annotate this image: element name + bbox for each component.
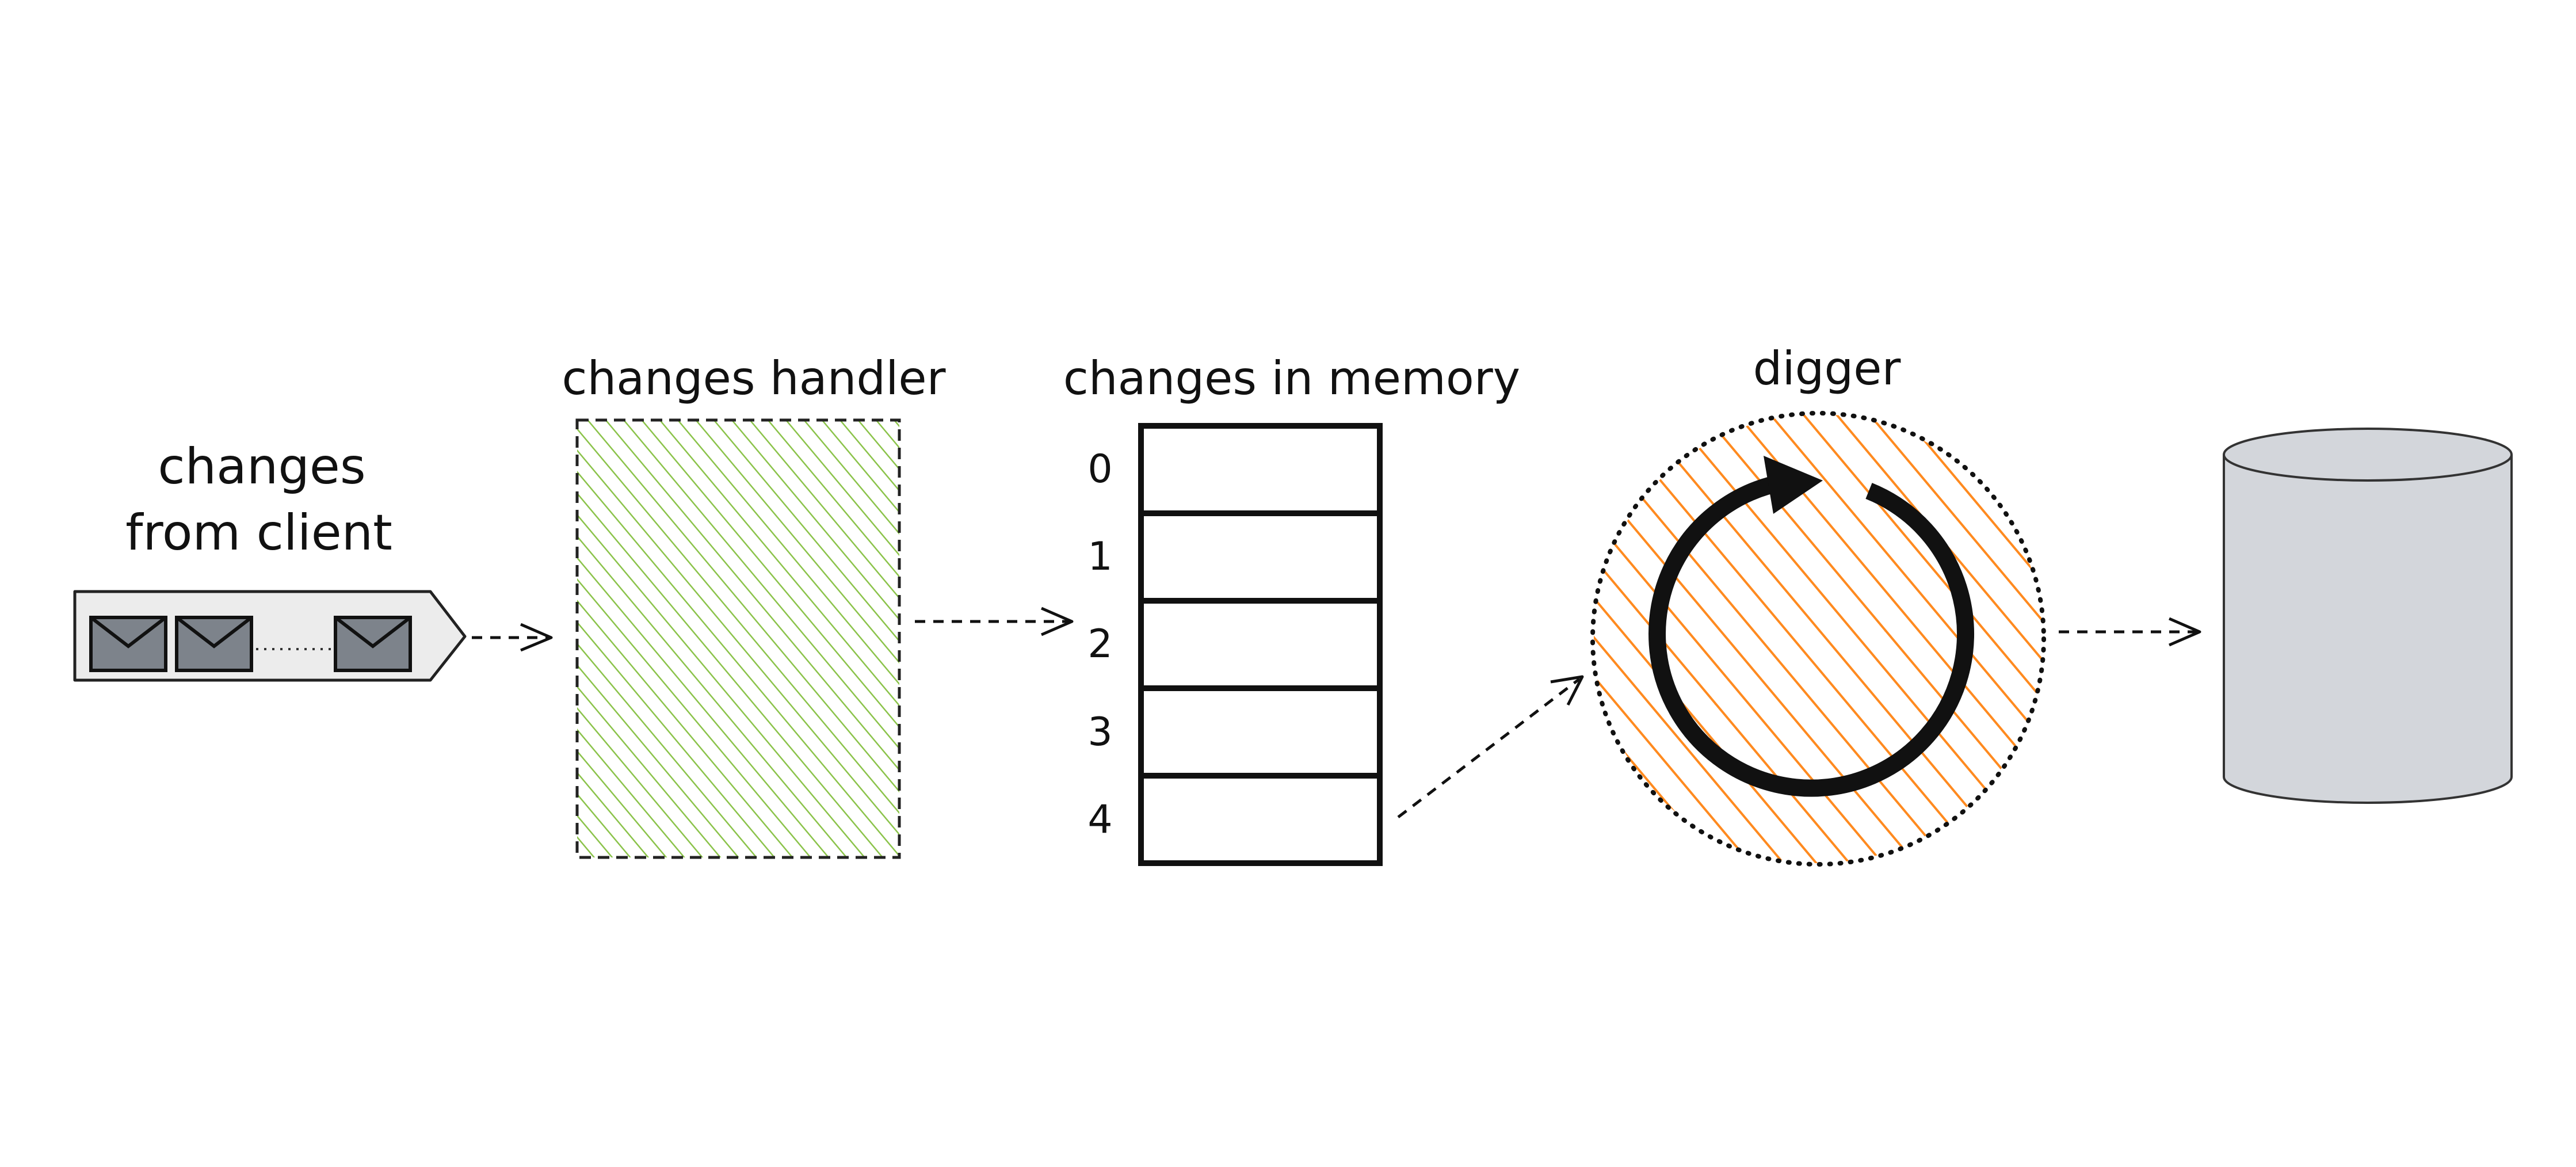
- client-label-line2: from client: [125, 504, 392, 562]
- memory-slot: 0: [1087, 423, 1383, 516]
- arrow-client-to-handler: [472, 623, 553, 652]
- database-cylinder-icon: [2223, 428, 2513, 804]
- slot-index: 2: [1087, 621, 1112, 667]
- arrow-digger-to-database: [2059, 617, 2201, 647]
- slot-cell: [1138, 510, 1383, 604]
- client-label-line1: changes: [158, 438, 365, 495]
- slot-cell: [1138, 598, 1383, 691]
- envelope-icon: [89, 616, 167, 672]
- slot-index: 1: [1087, 534, 1112, 579]
- refresh-arrow-icon: [1648, 456, 1974, 797]
- arrow-memory-to-digger: [1397, 675, 1584, 818]
- memory-slot: 2: [1087, 598, 1383, 691]
- slot-index: 3: [1087, 710, 1112, 755]
- handler-label: changes handler: [562, 352, 945, 405]
- memory-slot: 3: [1087, 685, 1383, 779]
- changes-in-memory: changes in memory 0 1 2 3 4: [1063, 352, 1520, 866]
- memory-label: changes in memory: [1063, 352, 1520, 405]
- envelope-icon: [334, 616, 412, 672]
- handler-box: [575, 418, 901, 859]
- slot-index: 4: [1087, 797, 1112, 842]
- slot-cell: [1138, 773, 1383, 866]
- envelope-icon: [175, 616, 253, 672]
- arrow-handler-to-memory: [915, 607, 1074, 636]
- slot-index: 0: [1087, 447, 1112, 492]
- digger-label: digger: [1753, 342, 1901, 395]
- digger-outline: [1590, 411, 2046, 867]
- slot-cell: [1138, 685, 1383, 779]
- memory-slot: 1: [1087, 510, 1383, 604]
- changes-handler: changes handler: [562, 352, 946, 859]
- slot-cell: [1138, 423, 1383, 516]
- client-changes: changes from client: [73, 438, 467, 682]
- memory-slot: 4: [1087, 773, 1383, 866]
- digger: digger: [1590, 342, 2046, 867]
